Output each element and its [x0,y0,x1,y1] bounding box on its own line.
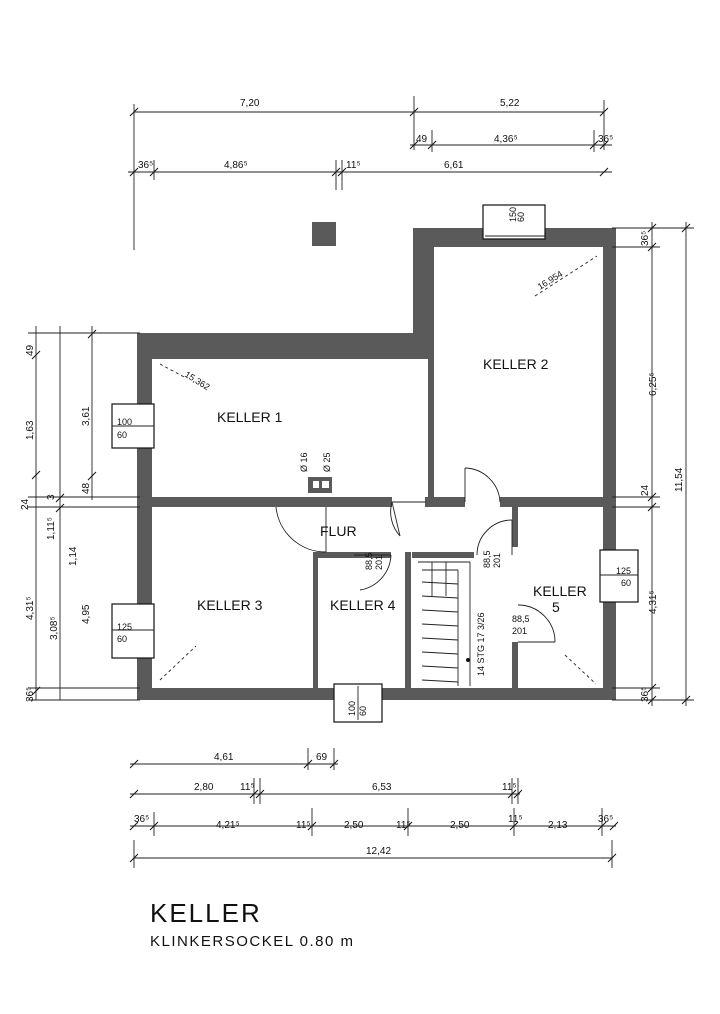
k2-area-label: 16,954 [536,269,565,292]
svg-text:36⁵: 36⁵ [598,814,613,825]
svg-text:6,25⁵: 6,25⁵ [648,372,659,396]
svg-text:4,31⁵: 4,31⁵ [648,590,659,614]
door-keller5 [517,604,556,643]
door-keller4 [354,554,392,591]
top-dimensions: 7,20 5,22 49 4,36⁵ 36⁵ 36⁵ 4,86⁵ 11⁵ 6,6… [128,96,613,250]
staircase [418,561,471,686]
walls [137,228,616,700]
svg-text:6,53: 6,53 [372,782,392,793]
svg-text:100: 100 [347,701,357,716]
door-label-k5-a: 88,5 [512,614,530,624]
svg-text:4,95: 4,95 [81,604,92,624]
svg-text:60: 60 [516,212,526,222]
chimney-icon [308,477,332,493]
door-label-stair-b: 201 [492,553,502,568]
room-label-keller4: KELLER 4 [330,597,396,613]
svg-text:49: 49 [25,344,36,356]
dim-top-49: 49 [416,134,428,145]
svg-text:4,21⁵: 4,21⁵ [216,820,240,831]
chimney-label-16: Ø 16 [299,452,309,472]
svg-text:150: 150 [508,207,518,222]
dim-top-661: 6,61 [444,160,464,171]
dim-top-365-right: 36⁵ [598,134,613,145]
svg-text:11⁵: 11⁵ [396,820,411,831]
room-label-keller3: KELLER 3 [197,597,263,613]
svg-text:4,61: 4,61 [214,752,234,763]
room-label-keller2: KELLER 2 [483,356,549,372]
room-label-keller5-line2: 5 [552,599,560,615]
room-label-keller5-line1: KELLER [533,583,587,599]
svg-text:100: 100 [117,417,132,427]
svg-text:11⁵: 11⁵ [508,814,523,825]
svg-text:2,13: 2,13 [548,820,568,831]
svg-text:11,54: 11,54 [674,467,685,492]
svg-text:1,63: 1,63 [25,420,36,440]
svg-text:48: 48 [81,482,92,494]
svg-text:24: 24 [640,484,651,496]
room-label-keller1: KELLER 1 [217,409,283,425]
svg-text:60: 60 [117,430,127,440]
door-label-stair-a: 88,5 [482,550,492,568]
caption: KELLER KLINKERSOCKEL 0.80 m [150,898,355,950]
svg-text:2,50: 2,50 [450,820,470,831]
door-keller1-flur [390,501,426,537]
svg-text:1,11⁵: 1,11⁵ [46,517,57,540]
window-left-bottom: 125 60 [111,603,155,659]
svg-text:36⁵: 36⁵ [640,231,651,246]
svg-text:11⁵: 11⁵ [240,782,255,793]
left-dimensions: 49 1,63 3,61 48 24 3 1,11⁵ 1,14 4,31⁵ 3,… [20,326,140,702]
k1-area-label: 15,362 [183,369,212,392]
svg-text:24: 24 [20,498,31,510]
dim-top-365-left: 36⁵ [138,160,153,171]
plan-title: KELLER [150,898,262,928]
svg-text:12,42: 12,42 [366,846,391,857]
svg-text:125: 125 [117,622,132,632]
window-bottom: 100 60 [333,683,383,723]
svg-text:3,61: 3,61 [81,406,92,426]
svg-text:2,50: 2,50 [344,820,364,831]
dim-top-4865: 4,86⁵ [224,160,248,171]
svg-text:11⁵: 11⁵ [502,782,517,793]
chimney-label-25: Ø 25 [322,452,332,472]
chimney-block [312,222,336,246]
svg-text:2,80: 2,80 [194,782,214,793]
plan-subtitle: KLINKERSOCKEL 0.80 m [150,933,355,950]
stairs-label: 14 STG 17 3/26 [476,612,486,676]
window-top: 150 60 [482,204,546,240]
dim-top-115: 11⁵ [346,160,361,171]
door-label-k4-b: 201 [374,555,384,570]
door-keller2 [464,467,501,503]
door-label-k5-b: 201 [512,626,527,636]
room-label-flur: FLUR [320,523,357,539]
svg-text:60: 60 [358,706,368,716]
door-flur-left [275,506,327,553]
svg-text:60: 60 [621,578,631,588]
door-label-k4-a: 88,5 [364,552,374,570]
right-dimensions: 36⁵ 6,25⁵ 24 4,31⁵ 36⁵ 11,54 [612,222,694,706]
svg-text:69: 69 [316,752,328,763]
svg-text:36⁵: 36⁵ [25,687,36,702]
svg-text:36⁵: 36⁵ [134,814,149,825]
svg-text:4,31⁵: 4,31⁵ [25,596,36,620]
dim-top-720: 7,20 [240,98,260,109]
dim-top-522: 5,22 [500,98,520,109]
svg-text:3,08⁵: 3,08⁵ [49,616,60,640]
window-left-top: 100 60 [111,403,155,449]
svg-text:60: 60 [117,634,127,644]
bottom-dimensions: 4,61 69 2,80 11⁵ 6,53 11⁵ 36⁵ 4,21⁵ 11⁵ … [129,748,619,868]
svg-text:36⁵: 36⁵ [640,687,651,702]
svg-text:3: 3 [46,494,57,500]
door-stair [476,519,513,556]
svg-text:11⁵: 11⁵ [296,820,311,831]
svg-text:125: 125 [616,566,631,576]
window-right: 125 60 [599,549,639,603]
svg-text:1,14: 1,14 [68,546,79,566]
dim-top-4365: 4,36⁵ [494,134,518,145]
